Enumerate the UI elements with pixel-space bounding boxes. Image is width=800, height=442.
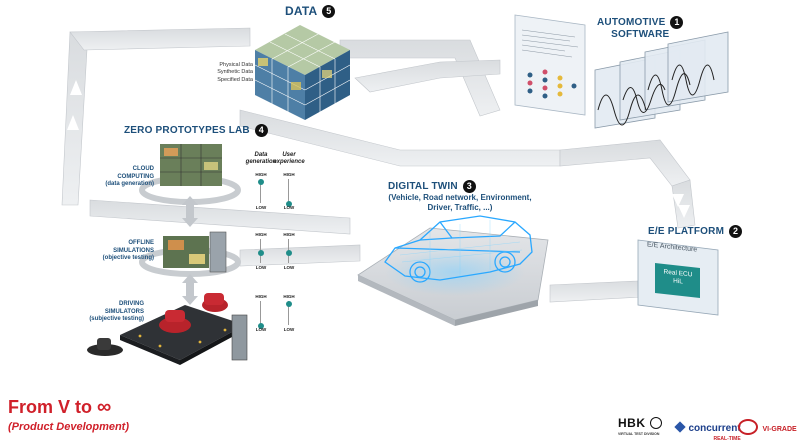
col-data-generation-header: Data generation [244,152,278,165]
automotive-badge: 1 [670,16,684,29]
data-title: DATA 5 [285,4,336,19]
slider-high-label: HIGH [255,294,267,299]
twin-subtitle-line2: Driver, Traffic, ...) [427,203,493,212]
footer-infinity: ∞ [97,396,112,418]
data-item-physical: Physical Data [219,62,253,68]
stage-driving-line2: SIMULATORS [104,308,144,315]
slider-knob [257,250,264,256]
slider-offline-gen: HIGH LOW [254,232,268,272]
stage-cloud-line1: CLOUD [132,166,154,172]
stage-offline-line2: SIMULATIONS [113,247,154,254]
slider-cloud-ux: HIGH LOW [282,172,296,212]
slider-knob [257,323,264,329]
automotive-title: AUTOMOTIVE 1 SOFTWARE [597,16,684,41]
ee-title: E/E PLATFORM 2 [648,225,743,238]
data-badge: 5 [322,5,336,19]
col2-line1: User [282,152,296,158]
vigrade-swoosh-icon [738,418,758,435]
zpl-title: ZERO PROTOTYPES LAB 4 [124,124,268,137]
slider-high-label: HIGH [255,232,267,237]
slider-track [260,301,261,325]
footer-title: From V to ∞ [8,396,111,419]
col-user-experience-header: User experience [272,152,306,165]
slider-high-label: HIGH [283,232,295,237]
concurrent-mark-icon [674,421,686,433]
stage-driving-line3: (subjective testing) [89,316,144,322]
slider-driving-gen: HIGH LOW [254,294,268,334]
col2-line2: experience [273,158,305,165]
twin-title: DIGITAL TWIN 3 [388,180,476,193]
slider-knob [285,250,292,256]
col1-line2: generation [245,158,277,165]
stage-offline-line1: OFFLINE [128,240,154,246]
vigrade-logo-text: VI-GRADE [762,426,797,433]
slider-knob [257,179,264,185]
concurrent-logo-text: concurrent [688,423,741,434]
data-item-synthetic: Synthetic Data [217,69,253,76]
slider-low-label: LOW [283,265,295,270]
data-item-specified: Specified Data [217,76,253,83]
twin-subtitle: (Vehicle, Road network, Environment, Dri… [360,193,560,213]
concurrent-logo: concurrent REAL-TIME [674,418,741,442]
stage-driving-line1: DRIVING [118,301,144,307]
footer-subtitle: (Product Development) [8,421,130,433]
slider-low-label: LOW [283,205,295,210]
zpl-badge: 4 [254,124,268,137]
slider-low-label: LOW [255,205,267,210]
slider-low-label: LOW [255,265,267,270]
footer-title-prefix: From V to [8,397,97,417]
concurrent-logo-sub: REAL-TIME [713,436,741,442]
slider-high-label: HIGH [283,294,295,299]
hbk-logo: HBK VIRTUAL TEST DIVISION [618,414,662,436]
zpl-title-text: ZERO PROTOTYPES LAB [124,125,250,137]
slider-track [288,179,289,203]
data-title-text: DATA [285,4,318,18]
twin-badge: 3 [462,180,476,193]
slider-knob [285,201,292,207]
hbk-logo-sub: VIRTUAL TEST DIVISION [618,432,660,436]
slider-low-label: LOW [283,327,295,332]
slider-driving-ux: HIGH LOW [282,294,296,334]
col1-line1: Data [254,152,268,158]
slider-offline-ux: HIGH LOW [282,232,296,272]
slider-knob [285,301,292,307]
ee-title-text: E/E PLATFORM [648,226,725,238]
vigrade-logo: VI-GRADE [738,418,797,436]
stage-offline-label: OFFLINE SIMULATIONS (objective testing) [72,240,154,263]
twin-title-text: DIGITAL TWIN [388,181,458,193]
stage-cloud-label: CLOUD COMPUTING (data generation) [74,166,154,189]
automotive-title-line2: SOFTWARE [611,29,670,41]
slider-high-label: HIGH [283,172,295,177]
ee-badge: 2 [729,225,743,238]
slider-track [260,179,261,203]
data-items: Physical Data Synthetic Data Specified D… [193,62,253,84]
slider-low-label: LOW [255,327,267,332]
slider-cloud-gen: HIGH LOW [254,172,268,212]
stage-driving-label: DRIVING SIMULATORS (subjective testing) [60,301,144,324]
slider-track [288,301,289,325]
twin-subtitle-line1: (Vehicle, Road network, Environment, [388,193,532,202]
globe-icon [649,416,662,429]
slider-high-label: HIGH [255,172,267,177]
stage-cloud-line3: (data generation) [105,181,154,187]
automotive-title-line1: AUTOMOTIVE [597,17,666,29]
hbk-logo-text: HBK [618,416,646,430]
stage-cloud-line2: COMPUTING [117,173,154,180]
stage-offline-line3: (objective testing) [102,255,154,261]
